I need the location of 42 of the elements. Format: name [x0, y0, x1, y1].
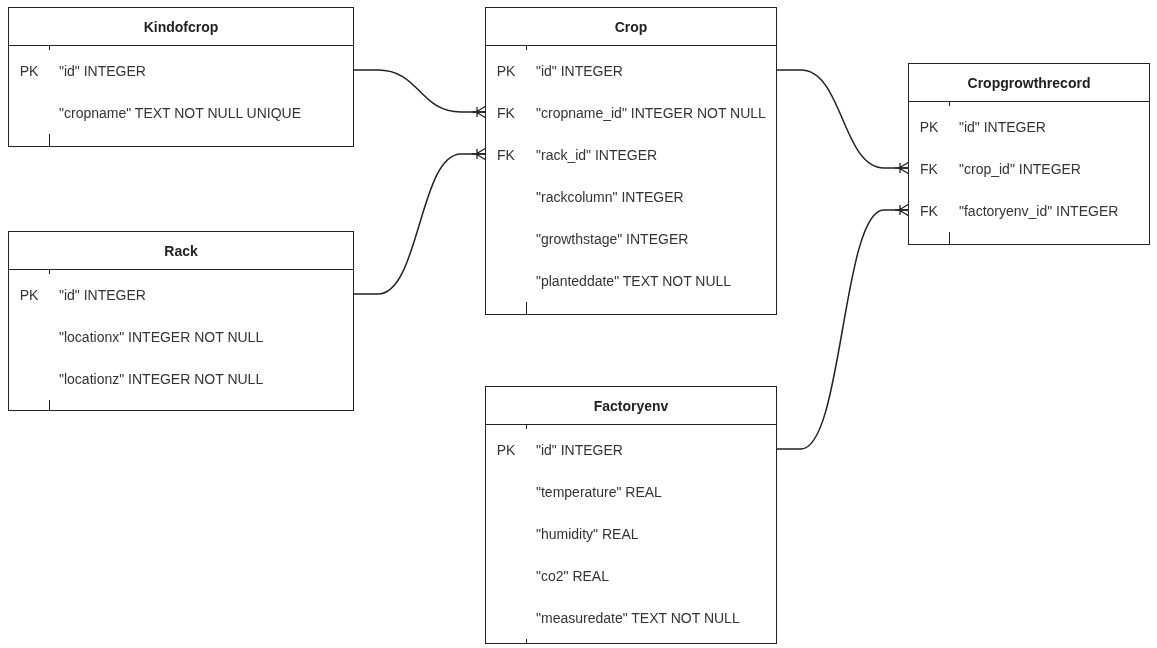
- table-title: Kindofcrop: [9, 8, 353, 46]
- column-definition: "crop_id" INTEGER: [959, 161, 1081, 177]
- relationship-line: [352, 147, 487, 295]
- relationship-line: [775, 69, 910, 175]
- column-definition: "id" INTEGER: [59, 287, 146, 303]
- entity-table: [908, 63, 1150, 245]
- key-label: PK: [495, 442, 517, 458]
- column-definition: "growthstage" INTEGER: [536, 231, 689, 247]
- key-label: FK: [496, 105, 516, 121]
- entity-table: [485, 386, 777, 644]
- entity-table: [485, 7, 777, 315]
- column-definition: "rackcolumn" INTEGER: [536, 189, 684, 205]
- relationship-line: [775, 203, 910, 450]
- column-definition: "temperature" REAL: [536, 484, 662, 500]
- column-definition: "humidity" REAL: [536, 526, 639, 542]
- column-definition: "locationx" INTEGER NOT NULL: [59, 329, 264, 345]
- table-title: Crop: [486, 8, 776, 46]
- entity-table: [8, 7, 354, 147]
- key-label: FK: [919, 203, 939, 219]
- column-definition: "co2" REAL: [536, 568, 609, 584]
- entity-table: [8, 231, 354, 411]
- key-label: PK: [495, 63, 517, 79]
- table-title: Rack: [9, 232, 353, 270]
- key-label: PK: [918, 119, 940, 135]
- key-label: FK: [496, 147, 516, 163]
- key-label: FK: [919, 161, 939, 177]
- column-definition: "planteddate" TEXT NOT NULL: [536, 273, 732, 289]
- column-definition: "measuredate" TEXT NOT NULL: [536, 610, 740, 626]
- column-definition: "id" INTEGER: [959, 119, 1046, 135]
- column-definition: "id" INTEGER: [536, 442, 623, 458]
- column-definition: "cropname" TEXT NOT NULL UNIQUE: [59, 105, 302, 121]
- column-definition: "id" INTEGER: [536, 63, 623, 79]
- key-label: PK: [18, 287, 40, 303]
- column-definition: "factoryenv_id" INTEGER: [959, 203, 1119, 219]
- column-definition: "cropname_id" INTEGER NOT NULL: [536, 105, 766, 121]
- relationship-line: [352, 69, 487, 119]
- column-definition: "id" INTEGER: [59, 63, 146, 79]
- key-label: PK: [18, 63, 40, 79]
- column-definition: "rack_id" INTEGER: [536, 147, 658, 163]
- table-title: Cropgrowthrecord: [909, 64, 1149, 102]
- column-definition: "locationz" INTEGER NOT NULL: [59, 371, 264, 387]
- table-title: Factoryenv: [486, 387, 776, 425]
